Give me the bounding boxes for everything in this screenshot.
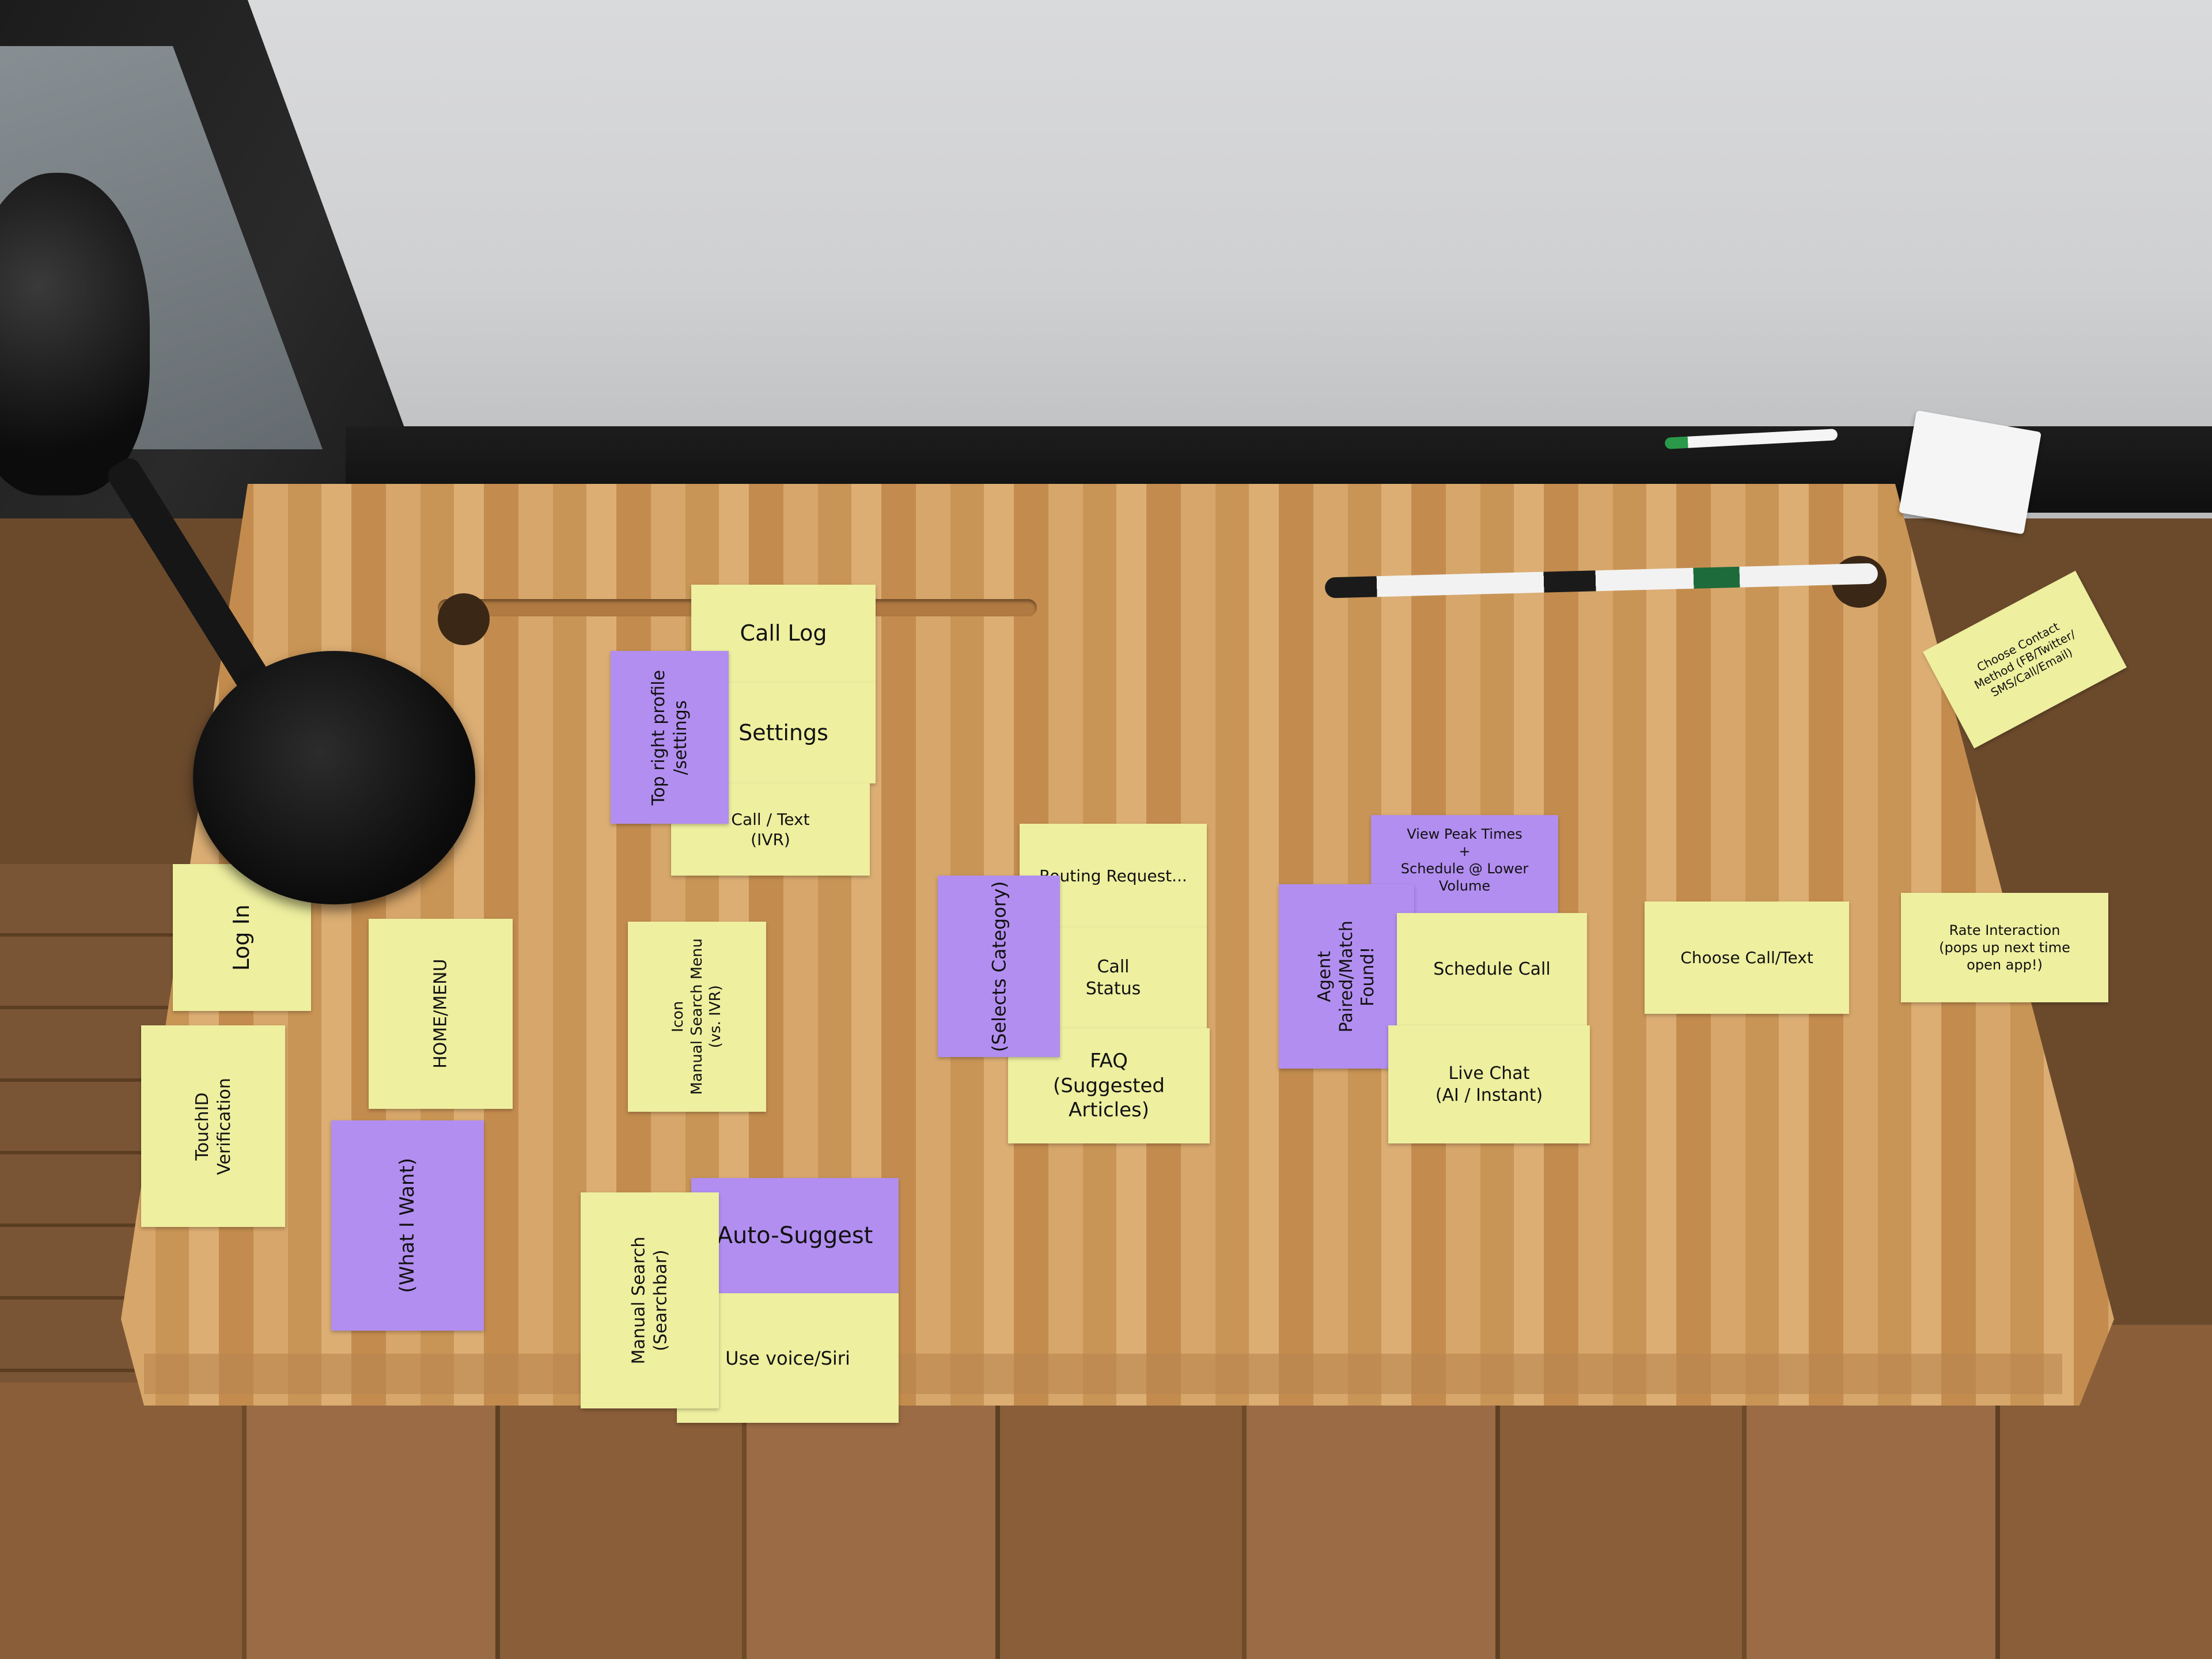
note-rate-interaction[interactable]: Rate Interaction (pops up next time open… xyxy=(1901,893,2108,1002)
note-auto-suggest[interactable]: Auto-Suggest xyxy=(691,1178,899,1293)
note-text: Icon Manual Search Menu (vs. IVR) xyxy=(669,938,725,1095)
note-text: Live Chat (AI / Instant) xyxy=(1435,1063,1543,1105)
note-text: View Peak Times + Schedule @ Lower Volum… xyxy=(1400,826,1529,894)
note-live-chat[interactable]: Live Chat (AI / Instant) xyxy=(1388,1025,1590,1143)
note-text: (Selects Category) xyxy=(988,881,1010,1052)
note-text: FAQ (Suggested Articles) xyxy=(1052,1050,1165,1122)
grommet-hole-left xyxy=(438,593,490,645)
note-choose-call-text[interactable]: Choose Call/Text xyxy=(1645,902,1849,1014)
note-text: Manual Search (Searchbar) xyxy=(628,1236,671,1365)
desk-edge xyxy=(144,1354,2062,1394)
note-touch-id[interactable]: TouchID Verification xyxy=(141,1025,285,1227)
note-text: Choose Contact Method (FB/Twitter/ SMS/C… xyxy=(1972,619,2078,700)
note-view-peak-times[interactable]: View Peak Times + Schedule @ Lower Volum… xyxy=(1371,815,1558,913)
note-call-log[interactable]: Call Log xyxy=(691,585,876,683)
note-what-i-want[interactable]: (What I Want) xyxy=(331,1120,484,1331)
note-selects-category[interactable]: (Selects Category) xyxy=(938,876,1060,1057)
note-text: Top right profile /settings xyxy=(649,669,691,805)
note-text: Schedule Call xyxy=(1433,959,1551,979)
desk-lamp-head xyxy=(0,173,150,495)
note-top-right-profile[interactable]: Top right profile /settings xyxy=(611,651,729,824)
note-manual-search[interactable]: Manual Search (Searchbar) xyxy=(581,1192,719,1408)
note-text: Routing Request... xyxy=(1039,866,1187,885)
note-schedule-call[interactable]: Schedule Call xyxy=(1397,913,1587,1025)
note-text: Call Status xyxy=(1085,957,1141,999)
note-text: Choose Call/Text xyxy=(1680,948,1813,967)
note-text: Call Log xyxy=(740,620,827,646)
note-text: Call / Text (IVR) xyxy=(731,810,810,849)
note-text: TouchID Verification xyxy=(192,1077,234,1175)
note-text: Rate Interaction (pops up next time open… xyxy=(1939,922,2070,973)
note-text: Settings xyxy=(738,719,828,745)
note-text: HOME/MENU xyxy=(430,959,451,1069)
note-text: Agent Paired/Match Found! xyxy=(1315,920,1378,1033)
desk-lamp-base xyxy=(193,651,475,904)
note-text: Auto-Suggest xyxy=(717,1222,873,1249)
plastic-packet xyxy=(1899,410,2041,535)
note-home-menu[interactable]: HOME/MENU xyxy=(369,919,513,1109)
note-text: Use voice/Siri xyxy=(725,1347,850,1369)
note-text: (What I Want) xyxy=(396,1158,419,1293)
note-text: Log In xyxy=(229,904,255,971)
note-icon-manual-search-menu[interactable]: Icon Manual Search Menu (vs. IVR) xyxy=(628,922,766,1112)
